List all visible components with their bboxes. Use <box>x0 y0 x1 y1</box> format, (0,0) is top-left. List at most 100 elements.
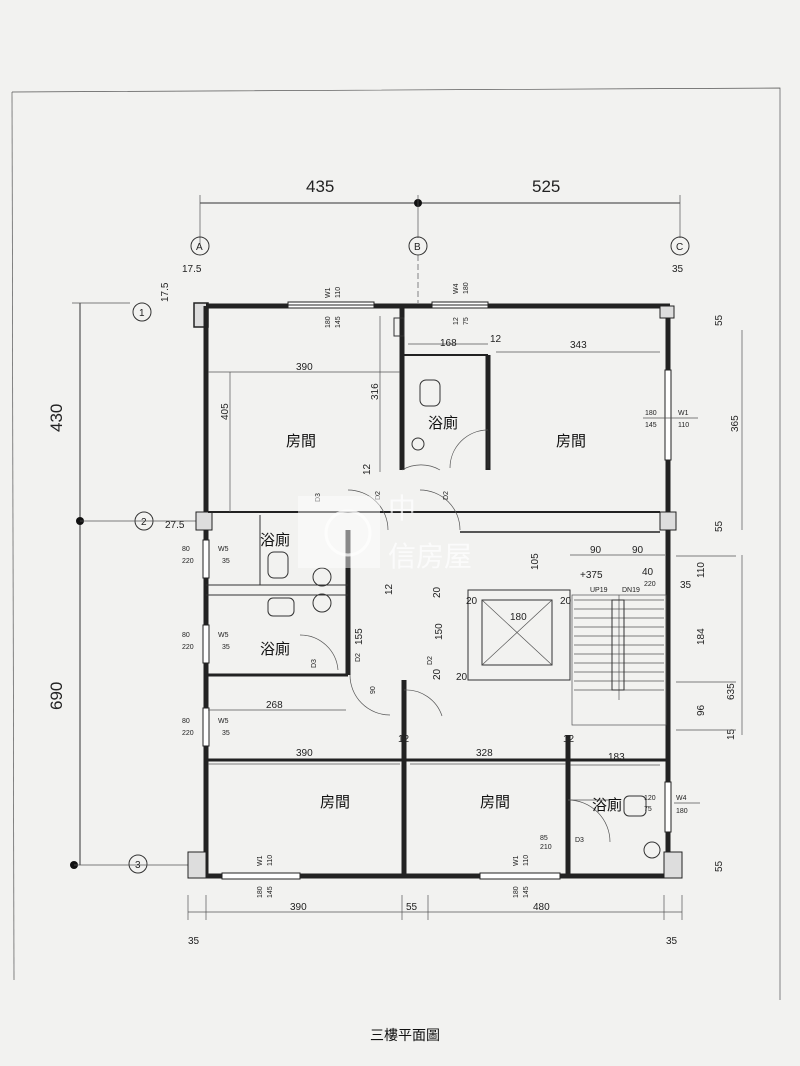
svg-text:12: 12 <box>362 463 373 475</box>
svg-text:1: 1 <box>139 308 145 319</box>
grid-bubble-c <box>670 236 690 256</box>
elevator-shaft <box>467 589 571 681</box>
svg-text:220: 220 <box>182 558 194 565</box>
svg-text:35: 35 <box>680 580 692 591</box>
svg-text:D2: D2 <box>427 656 434 665</box>
grid-bubble-a <box>190 236 210 256</box>
window-w5-2 <box>202 624 210 664</box>
bath-label-bottom-right: 浴廁 <box>592 796 622 814</box>
svg-text:180: 180 <box>257 886 264 898</box>
svg-text:35: 35 <box>222 558 230 565</box>
svg-text:365: 365 <box>730 415 741 432</box>
svg-text:145: 145 <box>645 422 657 429</box>
svg-text:110: 110 <box>335 287 342 298</box>
watermark-company: 信房屋 <box>388 540 472 573</box>
svg-text:35: 35 <box>672 264 684 275</box>
svg-text:W1: W1 <box>678 410 689 417</box>
svg-text:40: 40 <box>642 567 654 578</box>
window-w1-bottom-left <box>221 872 301 880</box>
room-label-bottom-mid: 房間 <box>480 793 510 811</box>
svg-text:15: 15 <box>726 728 737 740</box>
dim-390-bottom: 390 <box>290 902 307 913</box>
svg-text:316: 316 <box>370 383 381 400</box>
room-label-top-right: 房間 <box>556 432 586 450</box>
svg-text:55: 55 <box>406 902 418 913</box>
svg-text:150: 150 <box>434 623 445 640</box>
svg-text:D2: D2 <box>443 491 450 500</box>
svg-text:220: 220 <box>182 730 194 737</box>
svg-text:120: 120 <box>644 795 656 802</box>
svg-text:55: 55 <box>714 860 725 872</box>
svg-text:220: 220 <box>644 581 656 588</box>
svg-text:20: 20 <box>560 596 572 607</box>
svg-text:C: C <box>676 242 683 253</box>
svg-text:90: 90 <box>632 545 644 556</box>
bath-label-left-lower: 浴廁 <box>260 640 290 658</box>
stairs <box>571 594 667 726</box>
svg-text:20: 20 <box>466 596 478 607</box>
dim-435: 435 <box>306 177 334 196</box>
svg-text:75: 75 <box>463 317 470 325</box>
svg-text:D3: D3 <box>575 837 584 844</box>
dim-430-left: 430 <box>47 404 66 432</box>
svg-text:80: 80 <box>182 546 190 553</box>
svg-text:168: 168 <box>440 338 457 349</box>
paper-border <box>11 87 781 1000</box>
svg-text:268: 268 <box>266 700 283 711</box>
svg-text:85: 85 <box>540 835 548 842</box>
dim-690-left: 690 <box>47 682 66 710</box>
svg-text:D2: D2 <box>375 491 382 500</box>
svg-text:17.5: 17.5 <box>182 264 202 275</box>
grid-bubble-3 <box>128 854 148 874</box>
svg-text:90: 90 <box>590 545 602 556</box>
svg-text:DN19: DN19 <box>622 587 640 594</box>
toilet-left-lower <box>267 597 295 617</box>
room-label-bottom-left: 房間 <box>320 793 350 811</box>
svg-text:80: 80 <box>182 632 190 639</box>
watermark-logo-text: 中 <box>388 492 416 525</box>
svg-text:W5: W5 <box>218 632 229 639</box>
svg-text:180: 180 <box>513 886 520 898</box>
svg-text:90: 90 <box>370 686 377 694</box>
toilet-top <box>419 379 441 407</box>
svg-text:12: 12 <box>398 734 410 745</box>
svg-text:55: 55 <box>714 520 725 532</box>
svg-text:D2: D2 <box>355 653 362 662</box>
svg-text:55: 55 <box>714 314 725 326</box>
svg-text:20: 20 <box>432 586 443 598</box>
svg-text:105: 105 <box>530 553 541 570</box>
svg-text:W4: W4 <box>453 283 460 294</box>
toilet-bottom-right <box>623 795 647 817</box>
svg-text:W5: W5 <box>218 718 229 725</box>
room-label-top-left: 房間 <box>286 432 316 450</box>
svg-text:80: 80 <box>182 718 190 725</box>
svg-text:17.5: 17.5 <box>160 282 171 302</box>
window-w5-3 <box>202 707 210 747</box>
svg-text:110: 110 <box>523 855 530 866</box>
window-w1-bottom-mid <box>479 872 561 880</box>
svg-text:W5: W5 <box>218 546 229 553</box>
dim-390-top: 390 <box>296 362 313 373</box>
door-swing-bath-top <box>401 464 441 471</box>
svg-text:D3: D3 <box>315 493 322 502</box>
svg-text:390: 390 <box>296 748 313 759</box>
svg-text:20: 20 <box>456 672 468 683</box>
svg-text:12: 12 <box>453 317 460 325</box>
drawing-title: 三樓平面圖 <box>370 1028 440 1044</box>
svg-text:35: 35 <box>222 730 230 737</box>
svg-text:+375: +375 <box>580 570 603 581</box>
svg-text:110: 110 <box>696 562 707 578</box>
svg-text:210: 210 <box>540 844 552 851</box>
bath-label-top: 浴廁 <box>428 414 458 432</box>
svg-text:UP19: UP19 <box>590 587 608 594</box>
svg-text:W4: W4 <box>676 795 687 802</box>
svg-text:20: 20 <box>432 668 443 680</box>
svg-text:145: 145 <box>267 886 274 898</box>
svg-text:W1: W1 <box>257 855 264 866</box>
bath-label-left-upper: 浴廁 <box>260 531 290 549</box>
window-w4-right <box>664 781 672 833</box>
svg-text:145: 145 <box>335 316 342 328</box>
svg-text:W1: W1 <box>513 855 520 866</box>
